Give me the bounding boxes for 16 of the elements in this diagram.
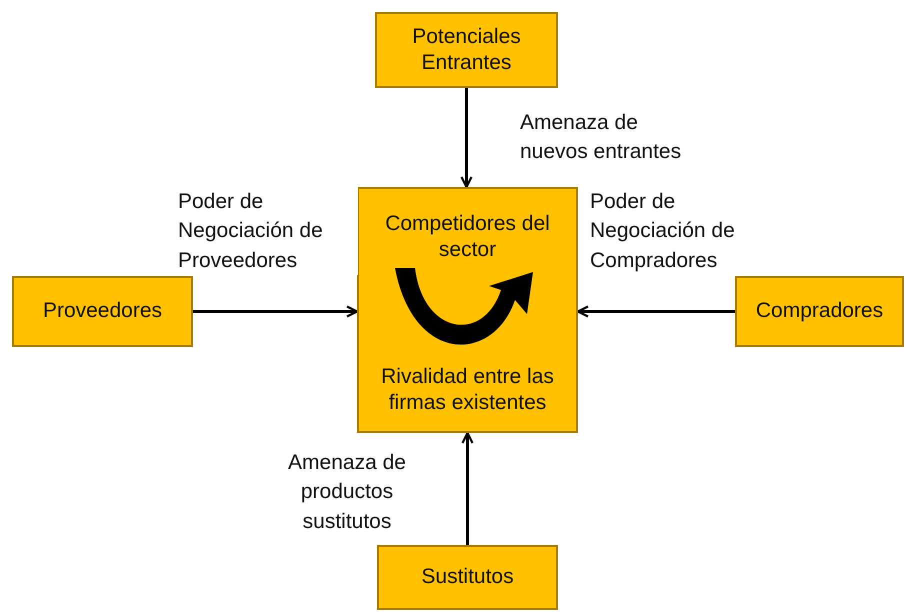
node-label: Proveedores <box>42 298 162 324</box>
node-text: Rivalidad entre las firmas existentes <box>380 364 555 416</box>
node-label: Sustitutos <box>421 564 514 590</box>
node-title: Competidores del sector <box>384 211 551 264</box>
arrow <box>576 305 735 318</box>
node-label: Compradores <box>756 298 884 324</box>
edge-label: Poder de Negociación de Proveedores <box>178 187 358 276</box>
arrow <box>193 305 358 318</box>
process-box <box>357 187 578 433</box>
process-box <box>377 545 558 610</box>
node-label: Potenciales Entrantes <box>411 24 522 76</box>
process-box <box>12 276 193 347</box>
arrow <box>460 88 473 188</box>
process-box <box>735 276 904 347</box>
arrow <box>461 432 474 545</box>
process-box <box>375 12 558 88</box>
